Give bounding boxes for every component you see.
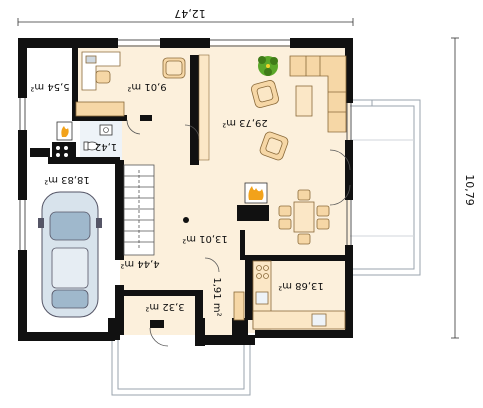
room-area-label: 9,01 m² [127, 81, 166, 92]
room-area-label: 4,44 m² [120, 258, 159, 269]
fireplace-icon [237, 182, 269, 221]
corner-sofa-icon [289, 55, 347, 133]
room-area-label: 29,73 m² [222, 117, 268, 128]
pantry-shelf-icon [233, 291, 245, 321]
armchair-icon [162, 57, 186, 79]
dimension-lines [17, 18, 459, 339]
overall-width-label: 12,47 [174, 7, 206, 20]
kitchen-counter-icon [252, 260, 346, 330]
room-area-label: 3,32 m² [145, 301, 184, 312]
dining-table-icon [278, 189, 330, 245]
plant-icon [258, 56, 278, 76]
windows [19, 39, 352, 250]
room-area-label: 1,91 m² [211, 277, 222, 316]
porch [111, 335, 251, 396]
boiler-icon [56, 121, 73, 141]
coffee-table-icon [295, 85, 313, 117]
room-area-label: 5,54 m² [30, 81, 69, 92]
terrace [350, 99, 421, 276]
stove-unit-icon [52, 142, 76, 160]
walls [18, 38, 353, 346]
armchair-icon [259, 131, 289, 161]
room-area-label: 18,83 m² [44, 174, 90, 185]
stairs [123, 164, 155, 256]
room-divider [198, 54, 210, 161]
toilet-icon [83, 141, 99, 151]
office-desk-icon [75, 51, 125, 117]
room-area-label: 1,42 [95, 141, 117, 152]
overall-depth-label: 10,79 [463, 174, 476, 206]
sink-icon [99, 124, 113, 136]
room-area-label: 13,68 m² [278, 280, 324, 291]
column-marker [183, 217, 189, 223]
armchair-icon [251, 80, 279, 108]
car-icon [38, 191, 102, 318]
room-area-label: 13,01 m² [182, 233, 228, 244]
room-labels: 5,54 m² 9,01 m² 29,73 m² 1,42 18,83 m² 1… [30, 81, 323, 317]
utility-floor [25, 45, 75, 135]
